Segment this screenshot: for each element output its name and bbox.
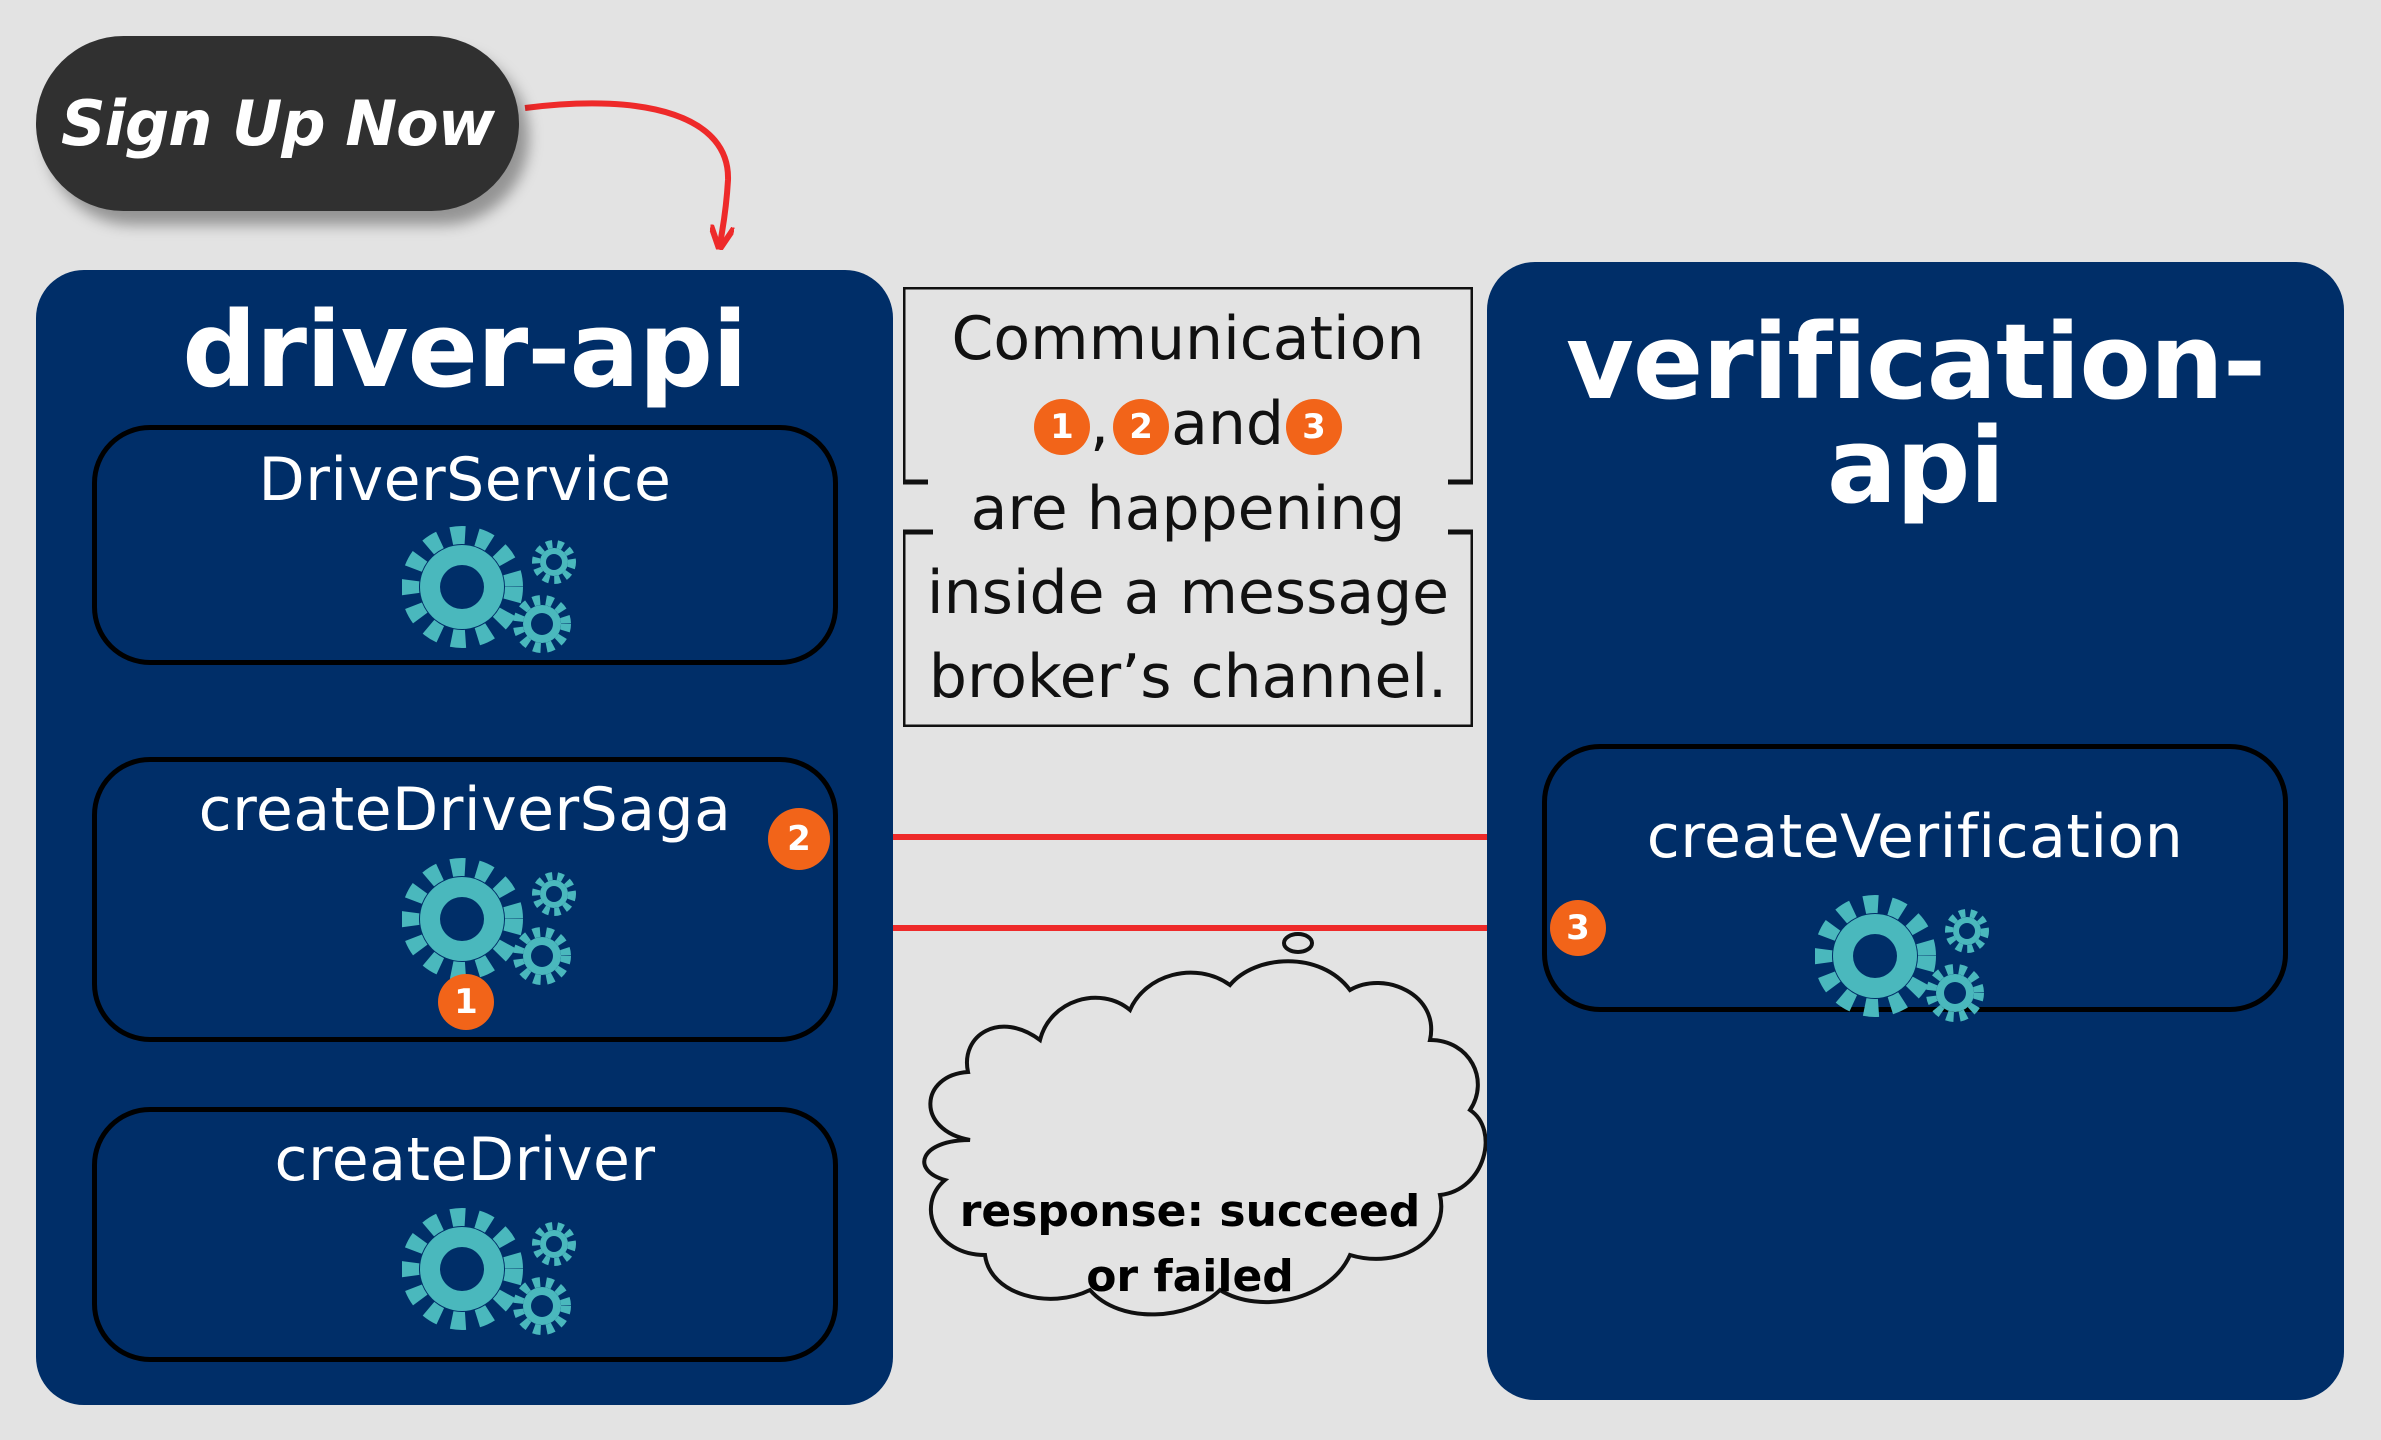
verification-api-title: verification-api: [1565, 301, 2266, 527]
gears-icon: [402, 1208, 576, 1335]
signup-to-driver-api-arrow: [524, 100, 728, 245]
create-driver-label: createDriver: [274, 1125, 656, 1195]
step-3-badge: 3: [1550, 900, 1606, 956]
note-and: and: [1171, 389, 1284, 459]
step-2-badge: 2: [768, 808, 830, 870]
note-badge-3: 3: [1285, 399, 1342, 456]
create-driver-saga-label: createDriverSaga: [198, 775, 732, 845]
note-bracket-border: [903, 287, 1473, 727]
gears-icon: [402, 526, 576, 653]
create-driver-box[interactable]: createDriver: [92, 1107, 838, 1362]
note-line-inside: inside a message: [926, 558, 1450, 628]
note-line-communication: Communication: [951, 304, 1425, 374]
verification-api-panel: verification-api createVerification: [1487, 262, 2344, 1400]
driver-api-title: driver-api: [182, 289, 747, 411]
thought-line-2: or failed: [1086, 1251, 1294, 1302]
note-line-happening: are happening: [970, 474, 1406, 544]
note-badge-1: 1: [1034, 399, 1091, 456]
sign-up-label: Sign Up Now: [60, 87, 495, 160]
driver-service-label: DriverService: [258, 445, 672, 515]
note-badge-2: 2: [1113, 399, 1170, 456]
create-verification-label: createVerification: [1646, 802, 2184, 872]
note-line-channel: broker’s channel.: [928, 642, 1448, 712]
gears-icon: [402, 858, 576, 985]
thought-bubble: [922, 932, 1488, 1317]
driver-api-panel: driver-api DriverService createDriverSag…: [36, 270, 893, 1405]
step-1-badge: 1: [438, 974, 494, 1030]
sign-up-button[interactable]: Sign Up Now: [36, 36, 519, 211]
note-comma: ,: [1090, 389, 1110, 459]
gears-icon: [1815, 895, 1989, 1022]
driver-service-box[interactable]: DriverService: [92, 425, 838, 665]
thought-line-1: response: succeed: [959, 1186, 1421, 1237]
create-verification-box[interactable]: createVerification: [1542, 744, 2288, 1022]
